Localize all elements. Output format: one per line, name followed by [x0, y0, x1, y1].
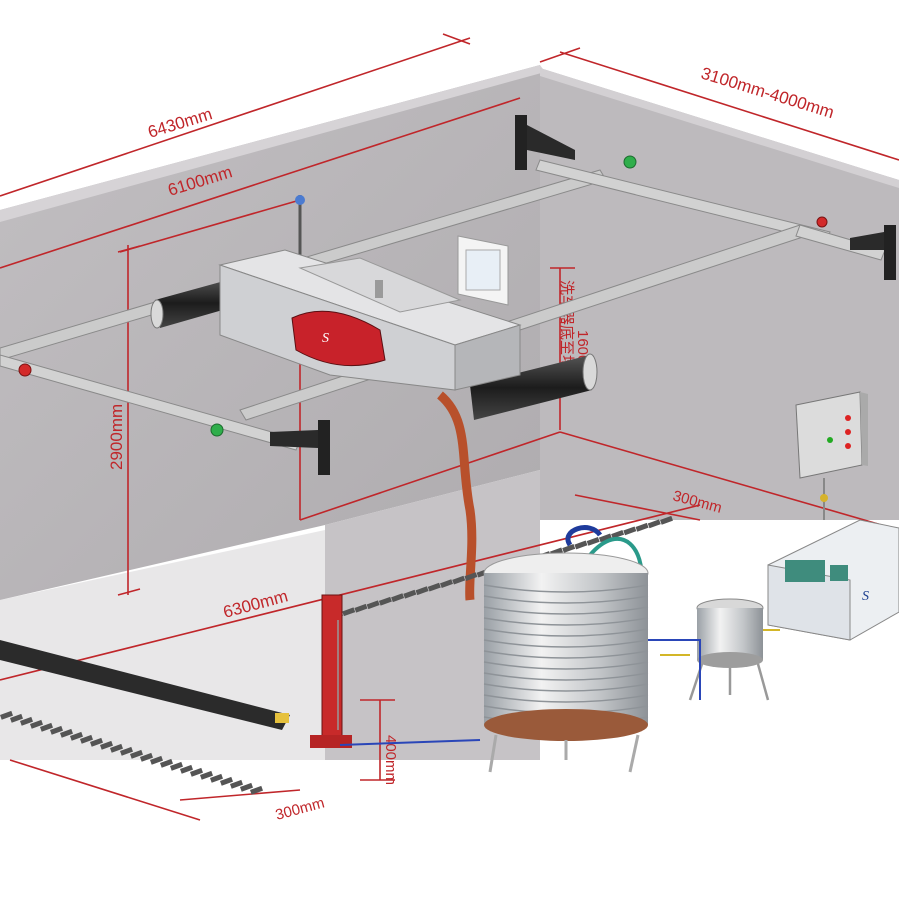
track-slat — [562, 544, 576, 553]
dim-pit-depth: 400mm — [382, 735, 399, 785]
track-slat — [129, 749, 143, 759]
tank-ring — [483, 694, 649, 703]
track-slat — [378, 596, 392, 606]
track-slat — [60, 728, 73, 738]
sensor-antenna-icon — [295, 195, 305, 205]
tank-ring — [483, 628, 649, 637]
brand-panel — [291, 310, 386, 367]
track-slat — [427, 582, 441, 592]
back-wall-top — [0, 65, 545, 222]
track-slat — [79, 734, 93, 744]
tank-ring — [483, 672, 649, 681]
chemical-tank — [688, 598, 770, 701]
track-slat — [179, 764, 193, 774]
red-light-right — [816, 216, 828, 228]
track-slat — [391, 593, 405, 603]
track-slat — [10, 713, 23, 723]
track-slat — [150, 755, 163, 765]
water-tank — [483, 525, 649, 773]
pipes — [339, 629, 780, 746]
green-light-back — [623, 155, 637, 169]
track-slat — [210, 773, 223, 783]
pump-brand-logo: S — [862, 589, 869, 604]
track-slat — [30, 719, 43, 729]
track-slat — [354, 603, 368, 613]
track-slat — [439, 579, 453, 589]
track-slat — [189, 767, 203, 777]
track-slat — [100, 740, 113, 750]
tank-ring — [483, 683, 649, 692]
track-slat — [464, 572, 478, 581]
track-slat — [611, 529, 625, 539]
tank-ring — [483, 584, 649, 593]
machine-right-face — [454, 324, 521, 391]
track-slat — [90, 737, 103, 747]
brand-logo: S — [322, 331, 329, 346]
track-slat — [49, 725, 63, 735]
tank-ring — [483, 617, 649, 626]
wheel-guide-plate — [0, 640, 290, 730]
track-slat — [623, 526, 637, 536]
red-light-left — [18, 363, 32, 377]
track-slat — [598, 533, 612, 543]
track-slat — [70, 731, 83, 741]
bracket-front — [270, 420, 330, 475]
bracket-back — [515, 115, 575, 170]
floor-shadow — [0, 530, 330, 760]
green-light-front — [210, 423, 224, 437]
track-slat — [0, 710, 13, 720]
track-slat — [250, 785, 263, 795]
left-roller — [155, 278, 240, 328]
track-slat — [119, 746, 133, 756]
track-slat — [403, 589, 417, 599]
electrical-control-cabinet — [795, 391, 868, 520]
right-wall-top — [540, 68, 899, 188]
dim-width-range: 3100mm-4000mm — [699, 64, 836, 123]
rail-front-cross — [0, 354, 301, 451]
bracket-right — [850, 225, 896, 280]
right-roller — [470, 355, 592, 420]
cabinet-green-button — [827, 437, 833, 443]
tank-ring — [483, 661, 649, 670]
track-slat — [220, 776, 233, 786]
junction-box — [457, 235, 509, 306]
track-slat — [366, 600, 380, 610]
tank-ring — [483, 595, 649, 604]
dimension-lines — [0, 33, 899, 821]
tank-ring — [483, 606, 649, 615]
track-slat — [635, 522, 649, 532]
track-slat — [199, 770, 213, 780]
track-slat — [109, 743, 123, 753]
guide-post — [310, 594, 352, 748]
track-slat — [574, 540, 588, 550]
lower-track — [0, 710, 263, 795]
track-slat — [415, 586, 429, 596]
tank-ring — [483, 639, 649, 648]
track-slat — [647, 519, 661, 529]
track-slat — [660, 515, 673, 525]
track-slat — [40, 722, 53, 732]
track-slat — [140, 752, 153, 762]
track-slat — [229, 779, 243, 789]
tank-ring — [483, 650, 649, 659]
gantry-wash-machine: S — [150, 195, 598, 601]
track-slat — [19, 716, 33, 726]
room — [0, 65, 899, 899]
track-slat — [159, 758, 173, 768]
track-slat — [342, 607, 356, 617]
cabinet-red-button — [845, 443, 851, 449]
track-slat — [452, 575, 466, 585]
cabinet-red-button — [845, 429, 851, 435]
track-slat — [239, 782, 253, 792]
track-slat — [169, 761, 183, 771]
track-slat — [586, 537, 600, 546]
dim-height: 2900mm — [107, 404, 126, 470]
cabinet-red-button — [845, 415, 851, 421]
pump-station: S — [767, 519, 899, 641]
